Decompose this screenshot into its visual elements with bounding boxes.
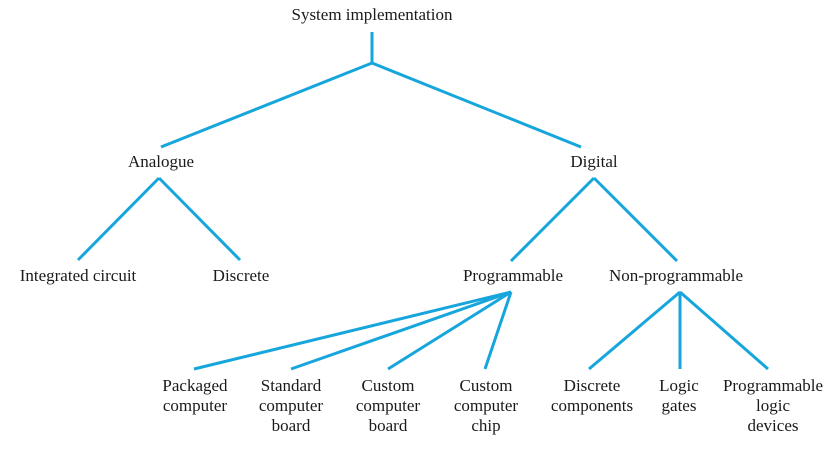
edge-root-digital xyxy=(371,61,582,149)
node-packaged-computer: Packaged computer xyxy=(162,376,228,415)
node-custom-computer-board: Custom computer board xyxy=(355,376,421,435)
node-programmable-logic-devices: Programmable logic devices xyxy=(722,376,824,435)
edge-programmable-standard xyxy=(290,290,512,371)
edge-programmable-custom-board xyxy=(387,290,512,371)
edge-root-analogue xyxy=(160,61,373,149)
edge-digital-nonprogrammable xyxy=(592,176,679,263)
edge-programmable-custom-chip xyxy=(483,291,513,370)
node-non-programmable: Non-programmable xyxy=(608,266,744,285)
node-system-implementation: System implementation xyxy=(291,5,453,24)
edge-digital-programmable xyxy=(509,176,596,263)
node-custom-computer-chip: Custom computer chip xyxy=(453,376,519,435)
edge-nonprog-pld xyxy=(679,290,769,371)
edge-nonprog-discrete xyxy=(588,290,681,371)
node-discrete: Discrete xyxy=(212,266,270,285)
edge-programmable-packaged xyxy=(193,290,512,371)
node-integrated-circuit: Integrated circuit xyxy=(19,266,137,285)
node-digital: Digital xyxy=(570,152,618,171)
node-logic-gates: Logic gates xyxy=(659,376,699,415)
edge-analogue-discrete xyxy=(157,176,242,262)
node-standard-computer-board: Standard computer board xyxy=(258,376,324,435)
node-discrete-components: Discrete components xyxy=(550,376,634,415)
node-analogue: Analogue xyxy=(127,152,195,171)
node-programmable: Programmable xyxy=(462,266,564,285)
edge-analogue-integrated xyxy=(76,176,161,262)
